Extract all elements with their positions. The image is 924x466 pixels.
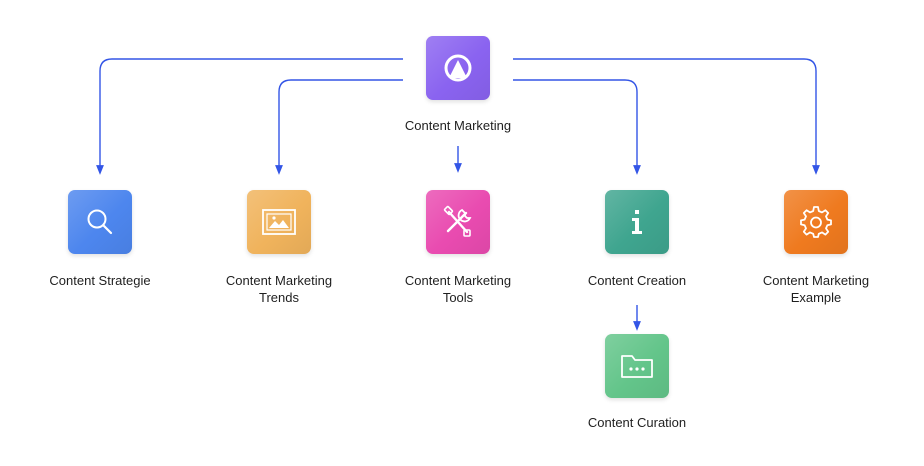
content-creation-label: Content Creation (587, 273, 687, 288)
content-marketing-tools-label: Content Marketing Tools (404, 273, 512, 305)
tools-icon (443, 205, 472, 237)
content-strategie-icon-box[interactable] (68, 190, 132, 254)
content-curation-label: Content Curation (587, 415, 687, 430)
root-node-label: Content Marketing (404, 118, 512, 133)
content-marketing-example-label: Content Marketing Example (762, 273, 870, 305)
content-creation-icon-box[interactable] (605, 190, 669, 254)
root-node-icon-box[interactable] (426, 36, 490, 100)
search-icon (87, 209, 113, 235)
logo-icon (444, 54, 472, 82)
content-marketing-trends-label: Content Marketing Trends (225, 273, 333, 305)
content-curation-icon-box[interactable] (605, 334, 669, 398)
content-marketing-example-icon-box[interactable] (784, 190, 848, 254)
connector-content-marketing-trends (275, 79, 403, 175)
folder-icon (621, 355, 653, 378)
connector-content-marketing-example (513, 58, 820, 175)
info-icon (632, 210, 642, 234)
image-icon (262, 209, 296, 235)
connector-content-strategie (96, 58, 403, 175)
content-marketing-trends-icon-box[interactable] (247, 190, 311, 254)
connector-content-creation (513, 79, 641, 175)
gear-icon (800, 206, 832, 238)
content-strategie-label: Content Strategie (49, 273, 151, 288)
content-marketing-tools-icon-box[interactable] (426, 190, 490, 254)
